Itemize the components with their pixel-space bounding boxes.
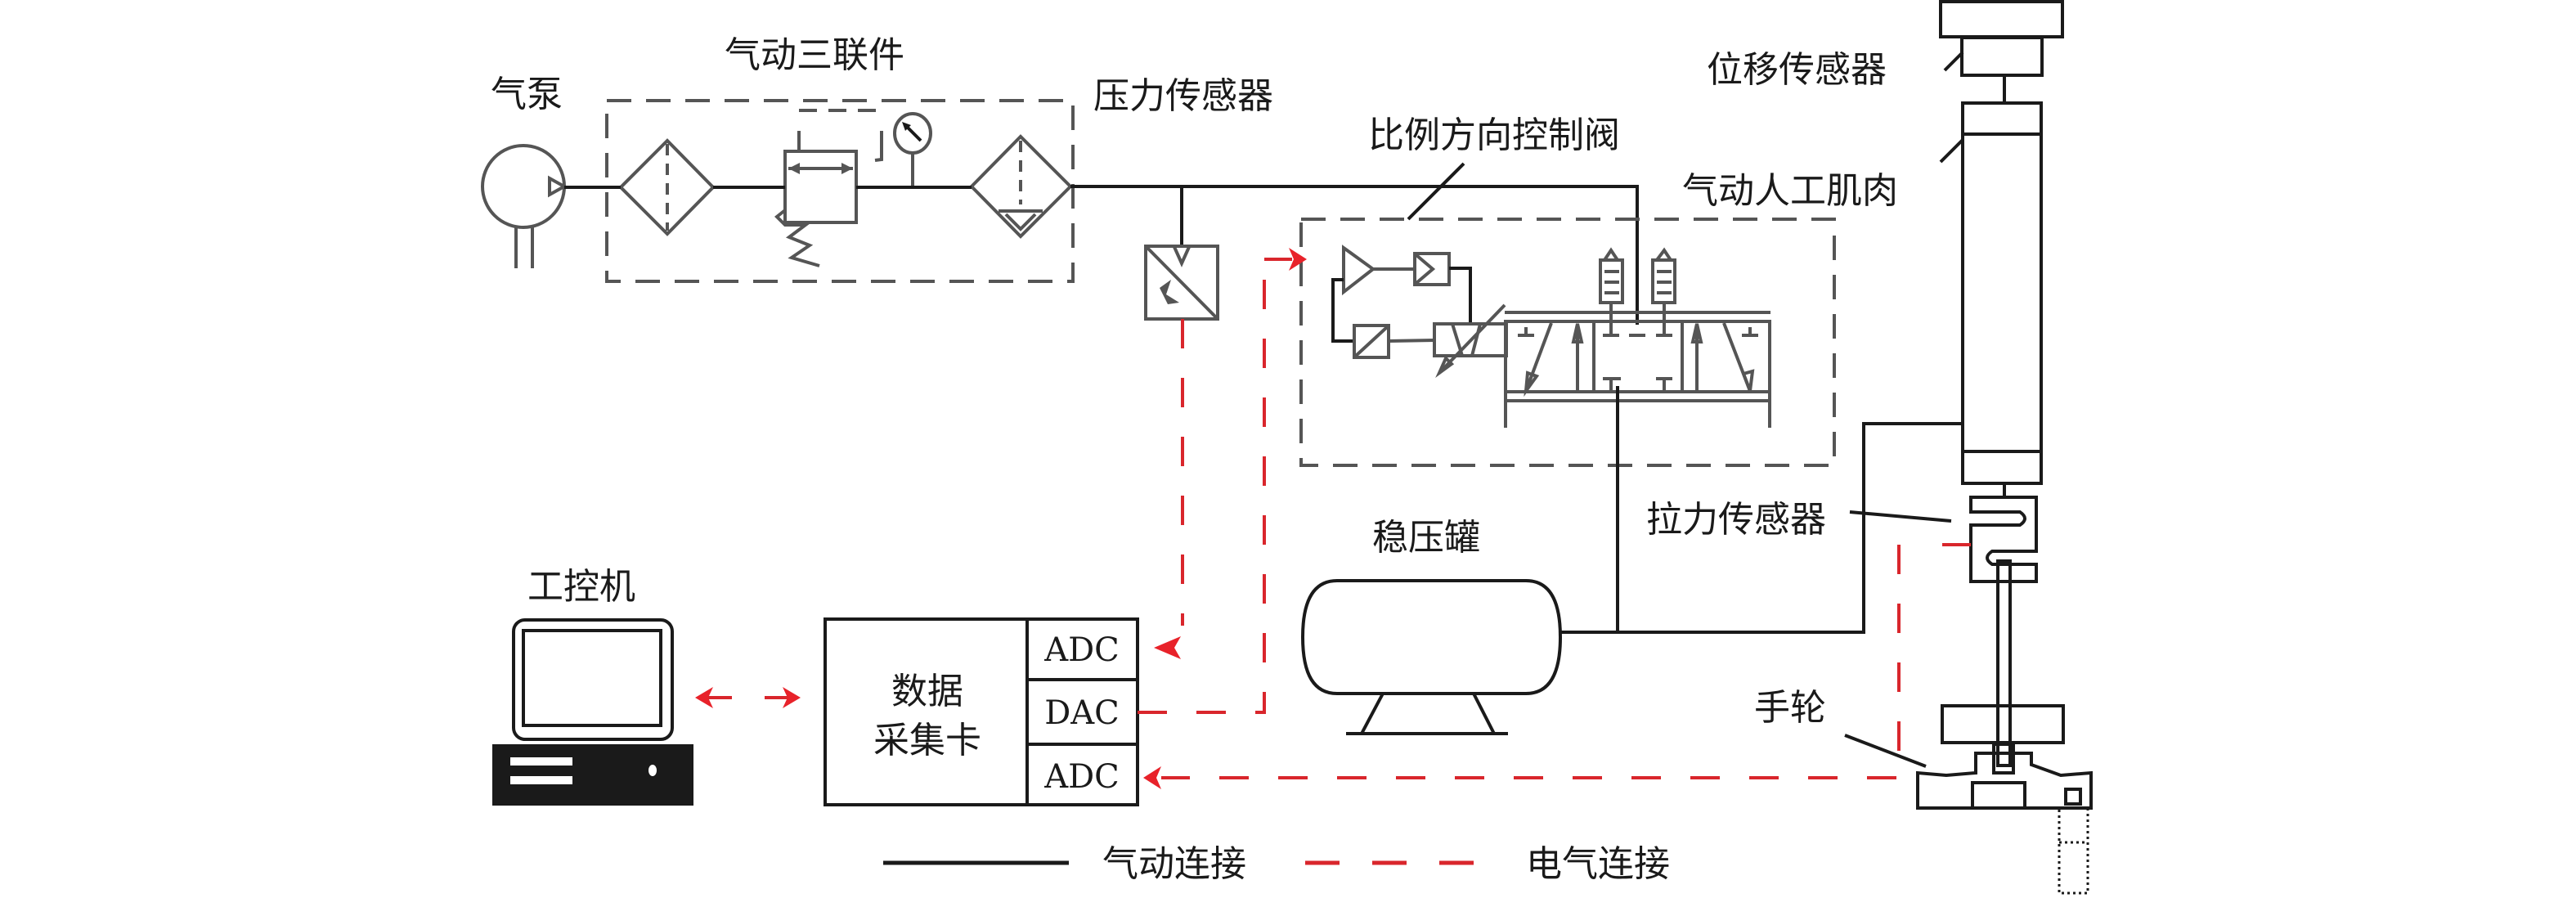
handwheel-leader-line — [1844, 734, 1927, 768]
daq-port-dac: DAC — [1044, 694, 1120, 732]
proportional-valve-label: 比例方向控制阀 — [1368, 114, 1620, 156]
fixed-mount-bottom — [1941, 704, 2065, 744]
valve-control-line — [1138, 248, 1307, 714]
filter-icon — [618, 138, 716, 236]
displacement-leader-line — [1943, 51, 1964, 72]
legend-pneumatic-label: 气动连接 — [1102, 843, 1246, 885]
legend: 气动连接 电气连接 — [883, 843, 1670, 885]
pneumatic-muscle-icon — [1961, 101, 2043, 485]
daq-port-adc-2: ADC — [1043, 758, 1120, 796]
pc-daq-link-arrows — [695, 687, 801, 708]
pressure-sensor-icon — [1144, 186, 1219, 321]
industrial-pc-label: 工控机 — [527, 566, 635, 608]
daq-title-line1: 数据 — [891, 671, 963, 712]
daq-title-line2: 采集卡 — [873, 720, 981, 761]
lubricator-icon — [969, 134, 1073, 239]
displacement-sensor-icon — [1960, 36, 2044, 77]
pump-body-icon — [481, 144, 566, 229]
pressure-gauge-icon — [893, 112, 932, 187]
pneumatic-output-line — [1560, 386, 1963, 634]
pressure-sensor-label: 压力传感器 — [1093, 75, 1273, 117]
tension-leader-line — [1849, 510, 1952, 523]
handwheel-icon[interactable] — [1916, 743, 2093, 895]
surge-tank-label: 稳压罐 — [1372, 517, 1480, 559]
computer-icon — [492, 618, 693, 806]
tension-sensor-icon — [1969, 496, 2038, 583]
muscle-leader-line — [1939, 138, 1964, 164]
directional-valve-icon — [1504, 311, 1771, 428]
daq-port-adc-1: ADC — [1043, 631, 1120, 669]
proportional-valve-boundary — [1299, 218, 1836, 467]
valve-leader-line — [1407, 162, 1465, 221]
legend-electrical-label: 电气连接 — [1526, 843, 1670, 885]
surge-tank-icon — [1300, 579, 1563, 735]
lead-screw-rod — [1996, 559, 2012, 767]
pneumatic-muscle-label: 气动人工肌肉 — [1682, 170, 1898, 212]
frl-unit-boundary — [605, 99, 1075, 283]
exhaust-silencer-icon — [1651, 247, 1676, 335]
fixed-mount-top — [1939, 0, 2064, 38]
tension-sensor-label: 拉力传感器 — [1646, 499, 1826, 541]
air-pump — [481, 144, 568, 268]
pressure-signal-line — [1154, 319, 1184, 659]
tension-signal-line — [1143, 543, 1971, 789]
pump-label: 气泵 — [491, 74, 563, 115]
frl-unit-label: 气动三联件 — [725, 34, 904, 76]
pump-outlet-triangle-icon — [548, 175, 568, 198]
valve-controller-icon — [1331, 245, 1508, 379]
exhaust-silencer-icon — [1599, 247, 1624, 335]
displacement-sensor-label: 位移传感器 — [1707, 49, 1887, 91]
handwheel-label: 手轮 — [1754, 687, 1826, 729]
pneumatic-supply-line — [564, 185, 1639, 325]
